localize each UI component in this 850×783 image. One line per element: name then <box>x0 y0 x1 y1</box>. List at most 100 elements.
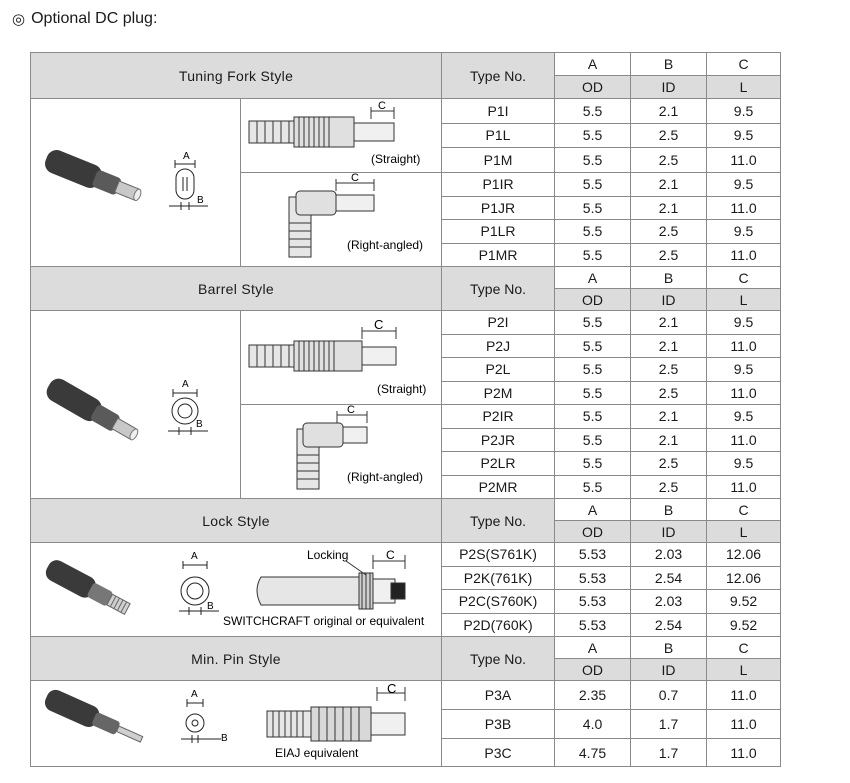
l-cell: 9.5 <box>706 451 782 476</box>
svg-text:C: C <box>347 405 355 416</box>
id-cell: 2.1 <box>630 427 708 452</box>
id-cell: 0.7 <box>630 680 708 710</box>
type-no-header: Type No. <box>441 266 556 311</box>
switchcraft-note: SWITCHCRAFT original or equivalent <box>223 614 425 628</box>
od-cell: 4.75 <box>554 738 632 767</box>
type-no-cell: P1LR <box>441 219 556 244</box>
col-b-header: B <box>630 52 708 76</box>
l-cell: 11.0 <box>706 680 782 710</box>
od-cell: 5.5 <box>554 427 632 452</box>
l-cell: 12.06 <box>706 565 782 590</box>
type-no-cell: P1I <box>441 98 556 124</box>
right-angled-plug-drawing-icon: C (Right-angled) <box>288 173 423 258</box>
l-cell: 11.0 <box>706 380 782 405</box>
title-text: Optional DC plug: <box>31 10 158 27</box>
col-od-header: OD <box>554 288 632 311</box>
od-cell: 2.35 <box>554 680 632 710</box>
l-cell: 9.5 <box>706 310 782 335</box>
svg-text:A: A <box>191 551 198 562</box>
l-cell: 9.5 <box>706 122 782 149</box>
od-cell: 5.53 <box>554 542 632 567</box>
col-l-header: L <box>706 75 782 99</box>
l-cell: 11.0 <box>706 709 782 739</box>
type-no-cell: P2LR <box>441 451 556 476</box>
od-cell: 5.5 <box>554 474 632 499</box>
svg-text:B: B <box>207 601 214 612</box>
type-no-cell: P2D(760K) <box>441 612 556 637</box>
id-cell: 2.5 <box>630 380 708 405</box>
type-no-cell: P3A <box>441 680 556 710</box>
type-no-cell: P1M <box>441 147 556 173</box>
l-cell: 11.0 <box>706 242 782 267</box>
tuning-fork-angled-drawing: C (Right-angled) <box>239 172 443 267</box>
barrel-plug-icon: A B <box>46 378 208 441</box>
svg-text:C: C <box>374 317 383 332</box>
col-id-header: ID <box>630 288 708 311</box>
tuning-fork-plug-icon: A B <box>44 150 208 210</box>
l-cell: 9.5 <box>706 404 782 429</box>
l-cell: 9.52 <box>706 589 782 614</box>
type-no-header: Type No. <box>441 498 556 543</box>
id-cell: 2.5 <box>630 122 708 149</box>
col-c-header: C <box>706 636 782 659</box>
l-cell: 11.0 <box>706 195 782 220</box>
id-cell: 2.1 <box>630 404 708 429</box>
locking-label: Locking <box>307 548 348 562</box>
type-no-cell: P2S(S761K) <box>441 542 556 567</box>
tuning-fork-plug-illustration: A B <box>30 98 241 267</box>
col-l-header: L <box>706 288 782 311</box>
od-cell: 5.5 <box>554 310 632 335</box>
col-b-header: B <box>630 498 708 521</box>
svg-text:A: A <box>182 379 189 390</box>
od-cell: 5.5 <box>554 172 632 197</box>
od-cell: 5.5 <box>554 195 632 220</box>
id-cell: 2.1 <box>630 98 708 124</box>
col-a-header: A <box>554 636 632 659</box>
barrel-straight-drawing: C (Straight) <box>239 310 443 405</box>
section-title-barrel: Barrel Style <box>29 266 443 311</box>
type-no-cell: P2JR <box>441 427 556 452</box>
lock-plug-illustration: A B Locking C SWITCHCRAFT original or eq… <box>29 542 443 637</box>
id-cell: 2.1 <box>630 333 708 358</box>
col-a-header: A <box>554 498 632 521</box>
od-cell: 5.5 <box>554 147 632 173</box>
od-cell: 5.5 <box>554 122 632 149</box>
type-no-cell: P1IR <box>441 172 556 197</box>
id-cell: 2.5 <box>630 451 708 476</box>
type-no-header: Type No. <box>441 636 556 681</box>
straight-plug-drawing-icon: C (Straight) <box>248 317 426 396</box>
col-b-header: B <box>630 266 708 289</box>
svg-text:C: C <box>351 173 359 184</box>
lock-plug-icon: A B Locking C SWITCHCRAFT original or eq… <box>45 548 425 628</box>
tuning-fork-straight-drawing: C (Straight) <box>239 98 443 173</box>
col-l-header: L <box>706 520 782 543</box>
col-id-header: ID <box>630 520 708 543</box>
od-cell: 5.5 <box>554 404 632 429</box>
section-title-tuning-fork: Tuning Fork Style <box>29 52 443 99</box>
dim-b-label: B <box>197 195 204 206</box>
svg-text:(Straight): (Straight) <box>377 382 426 396</box>
type-no-cell: P3B <box>441 709 556 739</box>
page-title: ◎ Optional DC plug: <box>12 10 157 28</box>
l-cell: 9.5 <box>706 219 782 244</box>
od-cell: 4.0 <box>554 709 632 739</box>
id-cell: 2.03 <box>630 589 708 614</box>
type-no-cell: P2M <box>441 380 556 405</box>
dim-a-label: A <box>183 151 190 162</box>
id-cell: 1.7 <box>630 709 708 739</box>
l-cell: 11.0 <box>706 738 782 767</box>
type-no-cell: P2C(S760K) <box>441 589 556 614</box>
right-angled-plug-drawing-icon: C (Right-angled) <box>296 405 423 490</box>
od-cell: 5.53 <box>554 565 632 590</box>
od-cell: 5.5 <box>554 380 632 405</box>
od-cell: 5.5 <box>554 451 632 476</box>
l-cell: 11.0 <box>706 474 782 499</box>
section-title-min-pin: Min. Pin Style <box>29 636 443 681</box>
l-cell: 12.06 <box>706 542 782 567</box>
od-cell: 5.5 <box>554 219 632 244</box>
eiaj-note: EIAJ equivalent <box>275 746 359 760</box>
type-no-cell: P3C <box>441 738 556 767</box>
id-cell: 2.54 <box>630 565 708 590</box>
col-od-header: OD <box>554 520 632 543</box>
l-cell: 9.5 <box>706 98 782 124</box>
